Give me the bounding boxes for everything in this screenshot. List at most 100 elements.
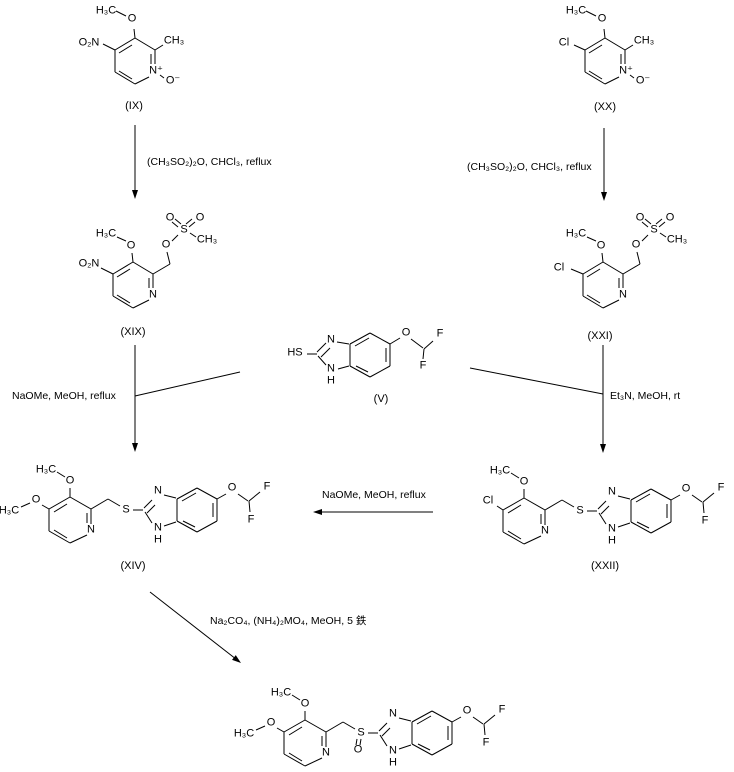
- structure-ix-atom: N⁺: [149, 64, 163, 77]
- structure-xix-bond: [132, 299, 150, 309]
- structure-xxii-bond: [650, 488, 672, 501]
- structure-xiv-bond: [56, 471, 66, 478]
- structure-xix-bond: [132, 261, 154, 275]
- structure-xxi-atom: CH₃: [666, 233, 688, 246]
- structure-xix-bond: [174, 218, 182, 225]
- structure-product-bond: [325, 721, 344, 733]
- structure-xxii-bond: [636, 521, 650, 529]
- label-xix: (XIX): [120, 326, 146, 338]
- reaction-arrowhead: [313, 509, 322, 515]
- structure-ix-bond: [114, 37, 136, 51]
- structure-product-atom: H₃C: [270, 686, 292, 699]
- structure-ix-atom: H₃C: [95, 4, 117, 17]
- structure-v-bond: [422, 348, 425, 360]
- structure-product-bond: [283, 753, 306, 767]
- structure-xix-atom: O: [126, 239, 136, 252]
- structure-xxi-atom: O: [635, 211, 645, 224]
- structure-xx-bond: [584, 71, 606, 85]
- structure-xiv-bond: [69, 496, 92, 510]
- structure-xix-atom: S: [180, 223, 188, 236]
- conditions-xix-to-xiv: NaOMe, MeOH, reflux: [12, 390, 116, 402]
- structure-xxi-atom: H₃C: [565, 227, 587, 240]
- structure-product-atom: F: [498, 703, 506, 716]
- structure-ix-bond: [154, 44, 164, 51]
- structure-v-atom: H: [327, 374, 335, 387]
- structure-product-bond: [431, 710, 453, 723]
- structure-xxii-bond: [507, 504, 522, 514]
- structure-xxi-bond: [582, 295, 604, 309]
- structure-product-atom: H₃C: [233, 727, 255, 740]
- structure-product-atom: O: [300, 697, 310, 710]
- structure-product-atom: N: [322, 746, 330, 759]
- structure-xxii-bond: [630, 521, 652, 534]
- structure-xxii-bond: [510, 472, 520, 479]
- structure-v-bond: [349, 332, 371, 345]
- structure-xx-atom: Cl: [558, 36, 570, 49]
- structure-xiv-bond: [248, 491, 261, 502]
- connector-line: [469, 367, 604, 395]
- structure-xiv-bond: [143, 499, 153, 509]
- structure-product-atom: O: [462, 704, 472, 717]
- structure-xxii-atom: F: [717, 481, 725, 494]
- structure-xiv-atom: O: [31, 493, 41, 506]
- structure-xxi-atom: N: [619, 288, 627, 301]
- structure-v-bond: [423, 340, 434, 350]
- structure-xix-atom: O: [165, 211, 175, 224]
- structure-product-bond: [288, 726, 303, 736]
- structure-xix-bond: [112, 295, 134, 309]
- structure-xxi-bond: [641, 234, 649, 242]
- structure-xxii-bond: [617, 522, 631, 528]
- structure-ix-atom: O₂N: [78, 36, 100, 49]
- structure-product-atom: O: [353, 743, 363, 756]
- structure-xxii-atom: F: [701, 514, 709, 527]
- label-v: (V): [373, 393, 389, 405]
- structure-xxii-bond: [507, 530, 522, 540]
- structure-product-bond: [291, 694, 301, 701]
- structure-product-atom: S: [357, 726, 365, 739]
- structure-xix-bond: [188, 221, 196, 228]
- structure-xiv-atom: H₃C: [0, 504, 20, 517]
- structure-product-bond: [379, 734, 388, 747]
- reaction-arrowhead: [601, 192, 607, 201]
- structure-xix-bond: [116, 268, 131, 278]
- structure-xxi-bond: [659, 232, 667, 238]
- structure-xiv-atom: O: [227, 481, 237, 494]
- structure-product-bond: [483, 723, 486, 736]
- conditions-xxi-to-xxii: Et₃N, MeOH, rt: [610, 390, 681, 402]
- structure-xiv-bond: [41, 504, 50, 510]
- structure-xiv-bond: [53, 529, 68, 539]
- structure-xiv-bond: [176, 487, 198, 500]
- structure-xx-bond: [585, 10, 597, 17]
- label-xxi: (XXI): [587, 330, 613, 342]
- structure-xiv-atom: O: [65, 474, 75, 487]
- structure-xxii-bond: [702, 492, 715, 503]
- structure-xx-bond: [584, 37, 606, 51]
- structure-xx-bond: [573, 44, 586, 51]
- structure-xix-atom: CH₃: [196, 233, 218, 246]
- structure-xix-bond: [185, 218, 193, 225]
- structure-product-bond: [398, 717, 412, 722]
- conditions-xxii-to-xiv: NaOMe, MeOH, reflux: [322, 489, 426, 501]
- structure-product-bond: [355, 738, 358, 746]
- structure-v-bond: [354, 337, 370, 347]
- structure-product-bond: [472, 716, 484, 725]
- structure-xx-bond: [629, 74, 635, 79]
- structure-ix-atom: CH₃: [163, 34, 185, 47]
- connector-line: [134, 371, 241, 397]
- structure-xx-bond: [588, 44, 603, 54]
- structure-xxii-atom: S: [576, 504, 584, 517]
- structure-xix-bond: [189, 232, 197, 238]
- structure-ix-bond: [115, 10, 127, 17]
- label-xiv: (XIV): [120, 560, 146, 572]
- structure-v-atom: F: [419, 359, 427, 372]
- structure-xiv-atom: H₃C: [35, 463, 57, 476]
- structure-xiv-bond: [216, 493, 227, 500]
- structure-xx-atom: O⁻: [635, 74, 651, 87]
- structure-xxii-atom: H: [608, 534, 616, 547]
- structure-xxi-bond: [658, 221, 666, 228]
- structure-xiv-bond: [196, 520, 218, 533]
- structure-xiv-bond: [53, 503, 68, 513]
- structure-v-bond: [369, 365, 391, 378]
- structure-ix-bond: [133, 28, 136, 39]
